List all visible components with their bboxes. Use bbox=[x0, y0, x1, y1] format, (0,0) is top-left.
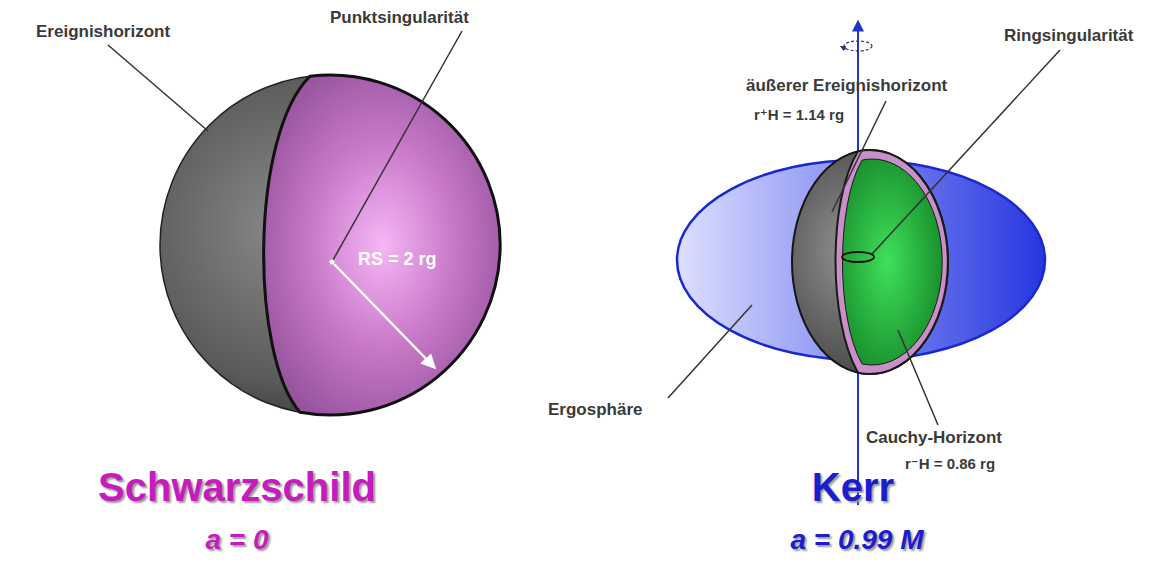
leader-line bbox=[668, 305, 752, 398]
leader-line bbox=[333, 31, 462, 260]
part-label: Ereignishorizont bbox=[36, 22, 170, 42]
rotation-symbol bbox=[842, 47, 846, 49]
horizon-rim bbox=[836, 150, 948, 374]
parameter: a = 0 bbox=[205, 524, 268, 556]
schwarzschild-sphere: RS = 2 rg bbox=[160, 75, 500, 415]
sphere-interior bbox=[264, 75, 501, 415]
part-label: äußerer Ereignishorizont bbox=[746, 76, 947, 96]
parameter: a = 0.99 M bbox=[790, 524, 923, 556]
outer-horizon bbox=[792, 150, 948, 374]
part-label: Punktsingularität bbox=[330, 8, 469, 28]
part-label: Ergosphäre bbox=[548, 400, 642, 420]
radius-arrow bbox=[334, 264, 434, 367]
ring-singularity bbox=[842, 252, 874, 262]
title: Kerr bbox=[812, 464, 894, 510]
point-singularity bbox=[330, 260, 335, 265]
leader-line bbox=[898, 330, 938, 425]
cauchy-horizon bbox=[843, 159, 943, 365]
part-label: Cauchy-Horizont bbox=[866, 428, 1002, 448]
leader-line bbox=[108, 45, 208, 131]
rotation-symbol bbox=[844, 41, 872, 51]
sphere-drawing bbox=[160, 75, 500, 415]
radius-value: r⁻H = 0.86 rg bbox=[905, 455, 995, 472]
event-horizon bbox=[160, 75, 500, 415]
title: Schwarzschild bbox=[98, 464, 376, 510]
radius-label: RS = 2 rg bbox=[358, 249, 437, 270]
part-label: Ringsingularität bbox=[1004, 26, 1133, 46]
radius-value: r⁺H = 1.14 rg bbox=[754, 106, 844, 123]
